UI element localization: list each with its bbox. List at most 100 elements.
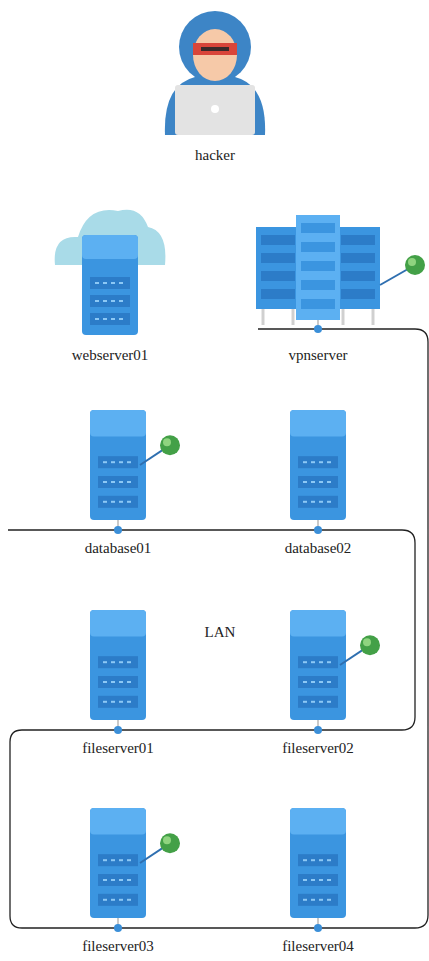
drawer-light: [103, 481, 107, 483]
drawer-light: [319, 899, 323, 901]
network-device: vpnserver: [253, 215, 383, 367]
drawer-light: [111, 899, 115, 901]
rack-slot: [301, 242, 335, 252]
server-top: [90, 410, 146, 436]
pin-shine: [408, 258, 416, 266]
drawer-light: [327, 899, 331, 901]
device-label: database02: [283, 540, 354, 556]
drawer-light: [119, 701, 123, 703]
drawer-light: [303, 501, 307, 503]
drawer-light: [95, 318, 99, 320]
drawer-light: [127, 859, 131, 861]
drawer-light: [311, 501, 315, 503]
drawer-light: [119, 300, 123, 302]
drawer-light: [311, 879, 315, 881]
rack-slot: [261, 289, 295, 299]
drawer-light: [311, 661, 315, 663]
pin-shine: [363, 638, 371, 646]
drawer-light: [111, 879, 115, 881]
drawer-light: [127, 661, 131, 663]
server-drawer: [90, 277, 130, 289]
device-label-box: database01: [53, 538, 183, 558]
server-drawer: [98, 874, 138, 886]
drawer-light: [103, 501, 107, 503]
rack-slot: [261, 235, 295, 245]
server-body: [90, 610, 146, 720]
icon: [256, 215, 425, 333]
rack: [256, 227, 300, 309]
server-top: [82, 235, 138, 259]
laptop-logo: [211, 105, 219, 113]
drawer-light: [111, 318, 115, 320]
device-label: fileserver04: [280, 938, 356, 954]
rack-leg: [262, 309, 265, 325]
drawer-light: [319, 859, 323, 861]
server-body: [290, 610, 346, 720]
pin-ball: [160, 833, 180, 853]
drawer-light: [303, 879, 307, 881]
device-icon: [253, 808, 383, 934]
server-top: [290, 808, 346, 834]
drawer-light: [127, 461, 131, 463]
drawer-light: [119, 481, 123, 483]
drawer-light: [303, 661, 307, 663]
server-drawer: [98, 894, 138, 906]
device-icon: [253, 215, 383, 336]
rack-slot: [261, 271, 295, 281]
drawer-light: [327, 501, 331, 503]
drawer-light: [311, 461, 315, 463]
drawer-light: [103, 859, 107, 861]
drawer-light: [111, 481, 115, 483]
device-label: vpnserver: [286, 347, 349, 363]
drawer-light: [127, 501, 131, 503]
rack-slot: [341, 253, 375, 263]
drawer-light: [119, 879, 123, 881]
drawer-light: [311, 681, 315, 683]
pin-ball: [360, 635, 380, 655]
pin-ball: [160, 435, 180, 455]
icon: [90, 808, 180, 932]
icon: [290, 808, 346, 932]
port-stem: [317, 320, 319, 325]
device-label: hacker: [193, 147, 237, 163]
device-icon: [45, 205, 175, 351]
server-top: [290, 410, 346, 436]
drawer-light: [103, 318, 107, 320]
drawer-light: [319, 681, 323, 683]
drawer-light: [95, 300, 99, 302]
port-dot: [114, 924, 122, 932]
drawer-light: [311, 899, 315, 901]
network-device: hacker: [150, 5, 280, 167]
drawer-light: [119, 461, 123, 463]
server-drawer: [298, 656, 338, 668]
drawer-light: [119, 899, 123, 901]
drawer-light: [303, 701, 307, 703]
drawer-light: [103, 681, 107, 683]
device-label-box: hacker: [150, 145, 280, 165]
rack-slot: [261, 253, 295, 263]
drawer-light: [111, 661, 115, 663]
server-drawer: [98, 676, 138, 688]
drawer-light: [327, 661, 331, 663]
network-device: database02: [253, 410, 383, 560]
device-icon: [53, 808, 183, 934]
rack-slot: [301, 223, 335, 233]
server-body: [290, 410, 346, 520]
mask: [193, 43, 237, 55]
server-drawer: [98, 476, 138, 488]
server-drawer: [98, 656, 138, 668]
drawer-light: [111, 701, 115, 703]
server-top: [90, 808, 146, 834]
rack-slot: [341, 235, 375, 245]
drawer-light: [119, 318, 123, 320]
server-top: [90, 610, 146, 636]
drawer-light: [103, 300, 107, 302]
server-drawer: [298, 496, 338, 508]
drawer-light: [111, 282, 115, 284]
face: [193, 29, 237, 81]
device-label: webserver01: [70, 347, 151, 363]
device-label-box: database02: [253, 538, 383, 558]
drawer-light: [319, 481, 323, 483]
